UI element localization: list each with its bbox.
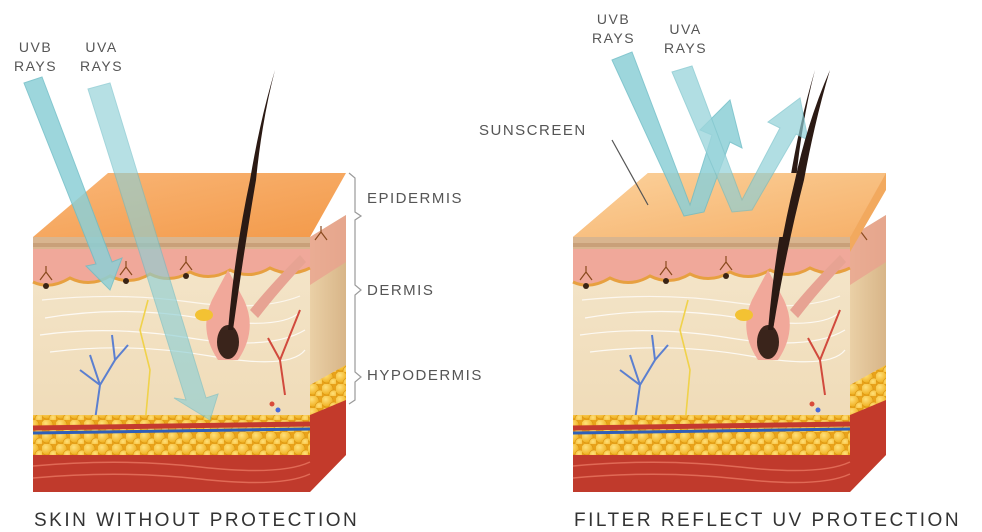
uva-rays-label-left: UVA RAYS — [80, 38, 123, 76]
rays-text: RAYS — [592, 29, 635, 48]
skin-block-unprotected — [33, 70, 346, 492]
uvb-rays-label-right: UVB RAYS — [592, 10, 635, 48]
rays-text: RAYS — [664, 39, 707, 58]
layer-bracket — [349, 173, 361, 404]
uvb-text: UVB — [14, 38, 57, 57]
epidermis-label: EPIDERMIS — [367, 189, 463, 208]
rays-text: RAYS — [80, 57, 123, 76]
uva-text: UVA — [80, 38, 123, 57]
caption-protected: FILTER REFLECT UV PROTECTION — [574, 510, 961, 532]
hypodermis-label: HYPODERMIS — [367, 366, 483, 385]
sunscreen-label: SUNSCREEN — [479, 121, 587, 140]
caption-unprotected: SKIN WITHOUT PROTECTION — [34, 510, 359, 532]
uva-text: UVA — [664, 20, 707, 39]
uvb-rays-label-left: UVB RAYS — [14, 38, 57, 76]
uva-rays-label-right: UVA RAYS — [664, 20, 707, 58]
dermis-label: DERMIS — [367, 281, 434, 300]
rays-text: RAYS — [14, 57, 57, 76]
uvb-text: UVB — [592, 10, 635, 29]
